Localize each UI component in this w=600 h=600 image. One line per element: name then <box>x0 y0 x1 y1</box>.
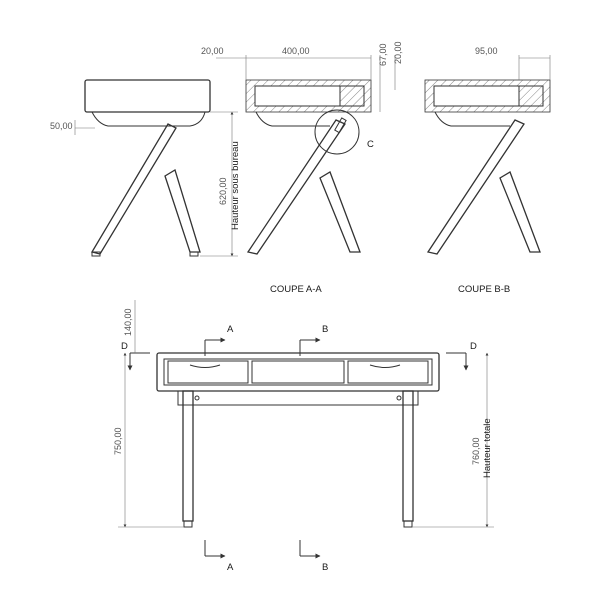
marker-d-left: D <box>121 341 128 352</box>
leg-left-front <box>182 390 194 522</box>
drawer-front-aa <box>339 85 365 107</box>
foot-right-front <box>403 520 413 528</box>
drawer-cavity-aa <box>254 85 341 107</box>
leg-front-left <box>90 123 177 255</box>
section-aa-view: C 20,00 400,00 67,00 20,00 COUPE A-A <box>201 41 403 295</box>
drawer-front-bb <box>518 85 544 107</box>
leg-back-right <box>164 169 201 253</box>
leg-back-aa <box>319 171 361 253</box>
drawer-right-front <box>347 360 429 384</box>
bolt-right <box>396 395 402 401</box>
drawer-left-front <box>167 360 249 384</box>
dim-right-offset: 95,00 <box>475 46 498 56</box>
apron-front <box>177 390 419 406</box>
leg-right-front <box>402 390 414 522</box>
marker-b-bottom: B <box>322 562 328 573</box>
top-support-aa <box>255 111 330 127</box>
coupe-aa-label: COUPE A-A <box>270 284 322 295</box>
coupe-bb-label: COUPE B-B <box>458 284 510 295</box>
leg-front-aa <box>246 119 346 255</box>
marker-a-top: A <box>227 324 234 335</box>
drawer-right-handle <box>369 364 401 368</box>
leg-front-bb <box>426 119 525 255</box>
front-view: A A B B D D 140,00 750,00 760,00 Hauteur… <box>113 300 494 573</box>
foot-right <box>189 251 199 257</box>
drawer-cavity-bb <box>433 85 520 107</box>
section-bb-view: 95,00 COUPE B-B <box>424 46 551 295</box>
dim-foot-offset: 50,00 <box>50 121 73 131</box>
top-support-right <box>150 111 206 127</box>
dim-top-panel: 20,00 <box>393 41 403 64</box>
foot-left-front <box>183 520 193 528</box>
joint-aa <box>334 117 347 134</box>
knee-height-label: Hauteur sous bureau <box>230 141 241 230</box>
detail-c-circle <box>314 109 360 155</box>
dim-top-width: 400,00 <box>282 46 310 56</box>
marker-d-right: D <box>470 341 477 352</box>
dim-top-height: 67,00 <box>378 43 388 66</box>
side-view-plain: 50,00 620,00 Hauteur sous bureau <box>50 79 241 257</box>
top-support-bb <box>434 111 510 127</box>
dim-top-left: 20,00 <box>201 46 224 56</box>
marker-a-bottom: A <box>227 562 234 573</box>
leg-back-bb <box>499 171 541 253</box>
bolt-left <box>194 395 200 401</box>
dim-knee-height: 620,00 <box>218 177 228 205</box>
dim-total-height: 760,00 <box>471 437 481 465</box>
desk-top-side <box>84 79 211 113</box>
detail-c-label: C <box>367 139 374 150</box>
marker-b-top: B <box>322 324 328 335</box>
drawer-left-handle <box>189 364 221 368</box>
foot-left <box>91 251 101 257</box>
desk-inner-front <box>163 358 433 386</box>
top-support-left <box>91 111 150 127</box>
dim-drawer-height: 140,00 <box>123 308 133 336</box>
shelf-center-front <box>251 360 345 384</box>
dim-top-height-front: 750,00 <box>113 427 123 455</box>
total-height-label: Hauteur totale <box>482 418 493 478</box>
